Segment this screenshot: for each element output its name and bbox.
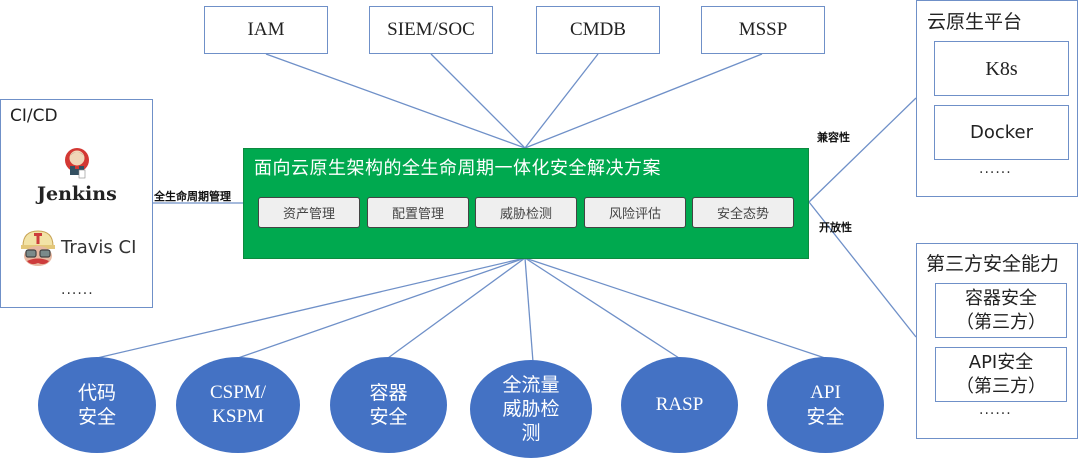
connector-siem bbox=[430, 53, 526, 149]
capability-cspm-kspm: CSPM/ KSPM bbox=[176, 357, 300, 453]
item-line: （第三方） bbox=[956, 375, 1046, 397]
connector-cap-3 bbox=[387, 257, 526, 359]
module-threat-detection: 威胁检测 bbox=[475, 197, 577, 228]
integration-label: CMDB bbox=[570, 19, 626, 40]
connector-cloud-platform bbox=[808, 97, 917, 203]
cloud-native-platform-panel: 云原生平台 K8s Docker ...... bbox=[916, 0, 1078, 197]
connector-cap-4 bbox=[524, 257, 534, 363]
capability-line: 安全 bbox=[369, 406, 408, 428]
item-line: 容器安全 bbox=[965, 287, 1037, 309]
capability-line: API bbox=[810, 382, 841, 403]
capability-line: 测 bbox=[521, 422, 541, 444]
item-line: API安全 bbox=[968, 351, 1034, 373]
travis-ci-label: Travis CI bbox=[61, 237, 137, 258]
third-party-security-panel: 第三方安全能力 容器安全 （第三方） API安全 （第三方） ...... bbox=[916, 243, 1078, 439]
connector-cmdb bbox=[524, 53, 599, 149]
capability-api-security: API 安全 bbox=[767, 357, 884, 453]
third-party-api-security: API安全 （第三方） bbox=[935, 347, 1067, 402]
integration-label: IAM bbox=[247, 19, 285, 40]
connector-cap-1 bbox=[96, 257, 526, 359]
capability-line: 全流量 bbox=[502, 374, 560, 396]
solution-block: 面向云原生架构的全生命周期一体化安全解决方案 资产管理 配置管理 威胁检测 风险… bbox=[243, 148, 809, 259]
connector-mssp bbox=[524, 53, 763, 149]
integration-label: SIEM/SOC bbox=[387, 19, 475, 40]
capability-line: 容器 bbox=[369, 382, 408, 404]
capability-rasp: RASP bbox=[621, 357, 738, 453]
cicd-more: ...... bbox=[61, 282, 94, 298]
connector-cap-2 bbox=[237, 257, 526, 359]
capability-code-security: 代码 安全 bbox=[38, 357, 156, 453]
jenkins-label: Jenkins bbox=[37, 183, 117, 205]
solution-title: 面向云原生架构的全生命周期一体化安全解决方案 bbox=[254, 158, 661, 179]
cloud-platform-title: 云原生平台 bbox=[927, 11, 1023, 33]
capability-full-traffic-threat-detection: 全流量 威胁检 测 bbox=[470, 360, 592, 458]
item-line: （第三方） bbox=[956, 311, 1046, 333]
capability-line: RASP bbox=[655, 394, 704, 415]
capability-container-security: 容器 安全 bbox=[330, 357, 447, 453]
platform-k8s: K8s bbox=[934, 41, 1069, 96]
third-party-title: 第三方安全能力 bbox=[926, 253, 1060, 275]
jenkins-logo-icon bbox=[65, 148, 89, 179]
lifecycle-management-label: 全生命周期管理 bbox=[154, 190, 231, 203]
capability-line: KSPM bbox=[212, 406, 264, 427]
platform-label: K8s bbox=[985, 57, 1018, 80]
travis-ci-logo-icon bbox=[21, 230, 55, 266]
integration-label: MSSP bbox=[738, 19, 788, 40]
integration-mssp: MSSP bbox=[701, 6, 825, 54]
connector-cap-5 bbox=[524, 257, 680, 359]
capability-line: 威胁检 bbox=[502, 398, 560, 420]
openness-label: 开放性 bbox=[819, 221, 852, 234]
module-config-management: 配置管理 bbox=[367, 197, 469, 228]
capability-line: 安全 bbox=[806, 406, 845, 428]
connector-third-party bbox=[808, 201, 917, 338]
platform-docker: Docker bbox=[934, 105, 1069, 160]
capability-line: CSPM/ bbox=[210, 382, 266, 403]
third-party-more: ...... bbox=[979, 402, 1012, 418]
platform-label: Docker bbox=[969, 121, 1034, 143]
cloud-platform-more: ...... bbox=[979, 161, 1012, 177]
third-party-container-security: 容器安全 （第三方） bbox=[935, 283, 1067, 338]
integration-siem-soc: SIEM/SOC bbox=[369, 6, 493, 54]
integration-cmdb: CMDB bbox=[536, 6, 660, 54]
compatibility-label: 兼容性 bbox=[817, 131, 850, 144]
cicd-panel: CI/CD Jenkins Travis CI ...... bbox=[0, 99, 153, 308]
cicd-title: CI/CD bbox=[10, 106, 58, 126]
connector-iam bbox=[265, 53, 526, 149]
integration-iam: IAM bbox=[204, 6, 328, 54]
module-security-posture: 安全态势 bbox=[692, 197, 794, 228]
connector-cap-6 bbox=[524, 257, 826, 359]
capability-line: 代码 bbox=[77, 382, 116, 404]
module-asset-management: 资产管理 bbox=[258, 197, 360, 228]
module-risk-assessment: 风险评估 bbox=[584, 197, 686, 228]
capability-line: 安全 bbox=[77, 406, 116, 428]
